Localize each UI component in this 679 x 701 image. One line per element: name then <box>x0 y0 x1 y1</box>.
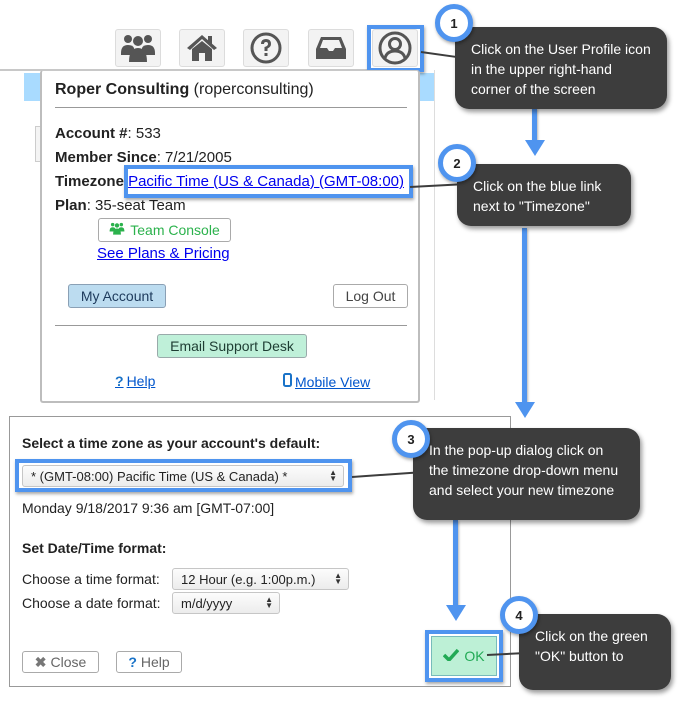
callout-step-4: Click on the green "OK" button to <box>519 614 671 690</box>
user-profile-icon <box>378 31 412 65</box>
step-badge-3: 3 <box>392 420 430 458</box>
help-label: Help <box>140 654 170 670</box>
date-format-value: m/d/yyyy <box>181 595 233 611</box>
highlight-timezone-link <box>124 165 413 198</box>
popup-divider <box>55 325 407 326</box>
arrow-step2-to-step3 <box>522 228 527 406</box>
home-icon <box>186 34 218 62</box>
callout-step-2: Click on the blue link next to "Timezone… <box>457 164 631 226</box>
question-icon: ? <box>115 373 124 389</box>
arrow-head <box>525 140 545 156</box>
close-label: Close <box>50 654 87 670</box>
callout-text: In the pop-up dialog click on the timezo… <box>429 442 619 498</box>
mobile-view-label: Mobile View <box>295 373 371 390</box>
question-icon: ? <box>128 654 137 670</box>
log-out-button[interactable]: Log Out <box>333 284 408 308</box>
username: (roperconsulting) <box>193 81 314 98</box>
team-icon <box>109 222 125 238</box>
timezone-label: Timezone <box>55 173 124 190</box>
email-support-button[interactable]: Email Support Desk <box>157 334 307 358</box>
account-label: Account # <box>55 125 128 142</box>
close-button[interactable]: ✖ Close <box>22 651 99 673</box>
help-link-label: Help <box>126 373 156 389</box>
select-caret-icon: ▲▼ <box>334 571 342 586</box>
arrow-head <box>446 605 466 621</box>
help-link[interactable]: ? Help <box>115 373 155 389</box>
background-divider <box>434 70 435 400</box>
team-button[interactable] <box>115 29 161 67</box>
timezone-heading: Select a time zone as your account's def… <box>22 435 321 451</box>
timezone-link[interactable]: Pacific Time (US & Canada) (GMT-08:00) <box>128 173 404 190</box>
ok-button[interactable]: OK <box>431 636 497 676</box>
dialog-help-button[interactable]: ? Help <box>116 651 182 673</box>
timezone-select[interactable]: * (GMT-08:00) Pacific Time (US & Canada)… <box>22 465 344 487</box>
team-console-label: Team Console <box>130 222 220 238</box>
time-format-select[interactable]: 12 Hour (e.g. 1:00p.m.) ▲▼ <box>172 568 349 590</box>
callout-text: Click on the blue link next to "Timezone… <box>473 178 602 214</box>
ok-label: OK <box>464 648 485 664</box>
date-format-select[interactable]: m/d/yyyy ▲▼ <box>172 592 280 614</box>
callout-step-3: In the pop-up dialog click on the timezo… <box>413 428 640 520</box>
plan-row: Plan: 35-seat Team <box>55 197 186 214</box>
close-icon: ✖ <box>34 653 47 670</box>
step-number: 4 <box>515 607 523 623</box>
step-number: 2 <box>453 155 461 171</box>
plan-value: : 35-seat Team <box>86 197 186 214</box>
arrow-step1-to-step2 <box>532 108 537 144</box>
user-profile-popup: Roper Consulting (roperconsulting) Accou… <box>40 70 420 403</box>
plan-label: Plan <box>55 197 87 214</box>
home-button[interactable] <box>179 29 225 67</box>
my-account-button[interactable]: My Account <box>68 284 166 308</box>
step-badge-1: 1 <box>435 4 473 42</box>
team-icon <box>120 33 156 63</box>
timezone-row: Timezone Pacific Time (US & Canada) (GMT… <box>55 173 404 190</box>
format-heading: Set Date/Time format: <box>22 540 167 556</box>
checkmark-icon <box>443 648 460 664</box>
help-button[interactable] <box>243 29 289 67</box>
inbox-icon <box>315 35 347 61</box>
account-value: : 533 <box>127 125 161 142</box>
step-badge-2: 2 <box>438 144 476 182</box>
callout-text: Click on the User Profile icon in the up… <box>471 41 651 97</box>
select-caret-icon: ▲▼ <box>265 595 273 610</box>
member-since-value: : 7/21/2005 <box>156 149 232 166</box>
date-format-label: Choose a date format: <box>22 595 161 611</box>
step-number: 3 <box>407 431 415 447</box>
inbox-button[interactable] <box>308 29 354 67</box>
current-time: Monday 9/18/2017 9:36 am [GMT-07:00] <box>22 500 275 516</box>
account-number: Account #: 533 <box>55 125 161 142</box>
time-format-value: 12 Hour (e.g. 1:00p.m.) <box>181 571 316 587</box>
popup-divider <box>55 107 407 108</box>
arrow-head <box>515 402 535 418</box>
step-number: 1 <box>450 15 458 31</box>
plans-pricing-link[interactable]: See Plans & Pricing <box>97 245 230 262</box>
team-console-button[interactable]: Team Console <box>98 218 231 242</box>
mobile-icon <box>283 373 292 390</box>
select-caret-icon: ▲▼ <box>329 468 337 483</box>
mobile-view-link[interactable]: Mobile View <box>283 373 370 390</box>
company-name: Roper Consulting <box>55 81 190 98</box>
help-circle-icon <box>250 32 282 64</box>
highlight-ok-button <box>425 630 503 682</box>
user-profile-button[interactable] <box>372 29 418 67</box>
member-since-label: Member Since <box>55 149 157 166</box>
timezone-select-value: * (GMT-08:00) Pacific Time (US & Canada)… <box>31 468 288 484</box>
callout-text: Click on the green "OK" button to <box>535 628 648 664</box>
step-badge-4: 4 <box>500 596 538 634</box>
member-since: Member Since: 7/21/2005 <box>55 149 232 166</box>
callout-step-1: Click on the User Profile icon in the up… <box>455 27 667 109</box>
highlight-timezone-select <box>15 459 352 492</box>
popup-title: Roper Consulting (roperconsulting) <box>55 81 314 99</box>
arrow-step3-to-step4 <box>453 520 458 608</box>
time-format-label: Choose a time format: <box>22 571 160 587</box>
highlight-user-profile <box>367 25 424 72</box>
